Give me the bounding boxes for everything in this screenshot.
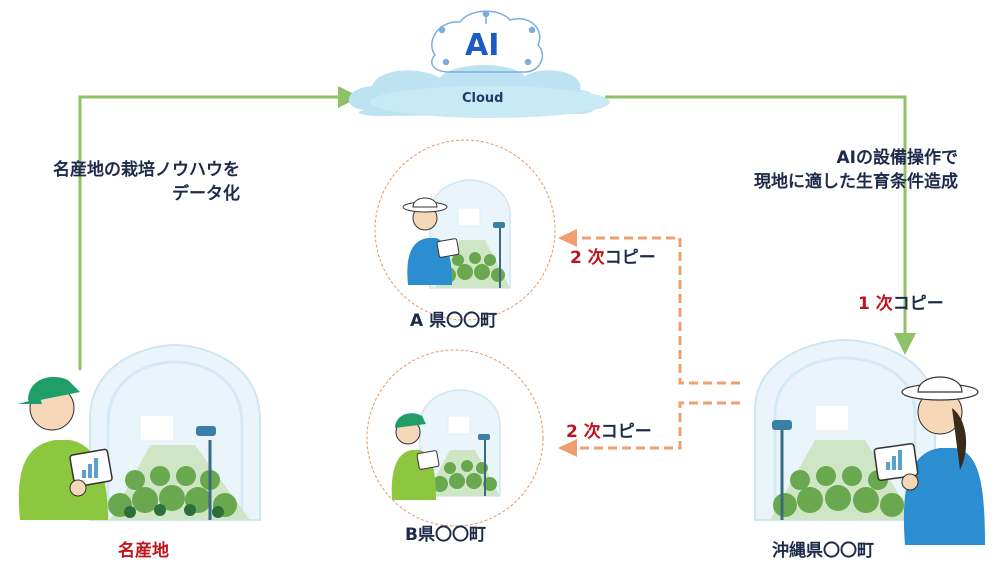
first-copy-number: 1 xyxy=(858,294,870,314)
second-copy-b-label: 2 次コピー xyxy=(566,420,652,444)
second-copy-a-label: 2 次コピー xyxy=(570,246,656,270)
first-copy-text: コピー xyxy=(892,294,944,314)
second-copy-b-text: コピー xyxy=(600,422,652,442)
first-copy-kanji: 次 xyxy=(875,294,893,314)
ai-logo-text: AI xyxy=(465,28,500,63)
second-copy-a-text: コピー xyxy=(604,248,656,268)
green-flow-arrow xyxy=(78,86,916,370)
origin-caption: 名産地 xyxy=(118,541,169,561)
origin-greenhouse xyxy=(89,343,261,521)
b-pref-caption: B県〇〇町 xyxy=(405,525,486,545)
brain-circuit-icon xyxy=(431,10,544,73)
first-copy-label: 1 次コピー xyxy=(858,292,944,316)
okinawa-farmer xyxy=(873,376,985,545)
origin-farmer xyxy=(18,376,113,520)
a-pref-caption: A 県〇〇町 xyxy=(410,311,498,331)
left-annotation-line2: データ化 xyxy=(172,184,240,204)
second-copy-b-number: 2 xyxy=(566,422,578,442)
b-pref-circle xyxy=(366,349,544,527)
orange-dashed-arrows xyxy=(575,236,740,450)
a-pref-circle xyxy=(374,139,556,321)
second-copy-a-number: 2 xyxy=(570,248,582,268)
cloud-label: Cloud xyxy=(462,91,504,106)
second-copy-b-kanji: 次 xyxy=(583,422,601,442)
okinawa-caption: 沖縄県〇〇町 xyxy=(772,541,874,561)
right-annotation-line1: AIの設備操作で xyxy=(836,148,958,168)
arrowhead-a xyxy=(558,229,577,247)
left-annotation-line1: 名産地の栽培ノウハウを xyxy=(53,160,240,180)
right-annotation-line2: 現地に適した生育条件造成 xyxy=(754,172,958,192)
left-annotation: 名産地の栽培ノウハウを データ化 xyxy=(8,158,240,206)
arrowhead-b xyxy=(558,439,577,457)
cloud-shape xyxy=(348,64,610,118)
right-annotation: AIの設備操作で 現地に適した生育条件造成 xyxy=(700,146,958,194)
second-copy-a-kanji: 次 xyxy=(587,248,605,268)
